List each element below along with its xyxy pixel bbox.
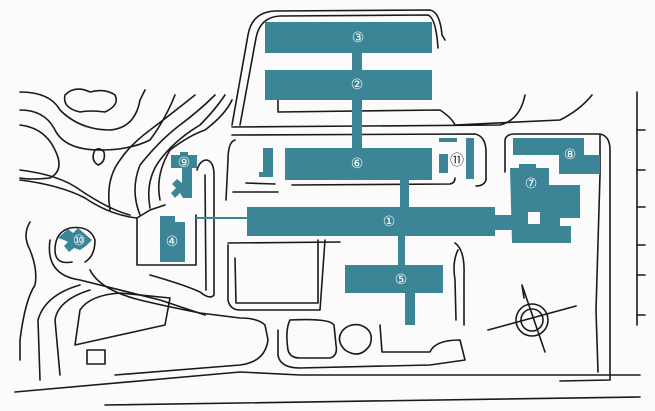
label-building-7: ⑦ (525, 176, 538, 192)
connector-6-1 (400, 180, 409, 207)
building-7[interactable] (510, 164, 580, 243)
building-3[interactable] (265, 22, 432, 53)
connector-3-2 (352, 53, 362, 70)
label-building-6: ⑥ (351, 156, 364, 172)
building-2[interactable] (265, 70, 432, 100)
buildings (58, 22, 600, 365)
building-11-strip (439, 138, 457, 142)
label-building-11: ⑪ (450, 153, 464, 169)
connector-1-5 (398, 236, 405, 265)
label-building-4: ④ (166, 234, 179, 250)
court-icon (86, 349, 106, 365)
label-building-3: ③ (352, 30, 365, 46)
building-4[interactable] (160, 216, 185, 262)
building-small-west (263, 148, 273, 177)
building-small-west-foot (259, 172, 265, 177)
building-1[interactable] (247, 207, 495, 236)
building-11-annex (466, 138, 474, 179)
label-building-9: ⑨ (178, 155, 191, 171)
connector-1-4 (196, 217, 247, 219)
label-building-2: ② (351, 77, 364, 93)
building-labels: ① ② ③ ④ ⑤ ⑥ ⑦ ⑧ ⑨ ⑩ ⑪ (73, 30, 577, 288)
connector-2-6 (352, 100, 362, 148)
building-5[interactable] (345, 265, 443, 293)
label-building-1: ① (383, 214, 396, 230)
roads (14, 9, 646, 406)
connector-1-7 (495, 215, 515, 230)
building-5-wing (405, 293, 415, 325)
building-9[interactable] (171, 152, 197, 198)
label-building-10: ⑩ (73, 233, 86, 249)
building-6[interactable] (285, 148, 432, 180)
north-arrow-icon (487, 284, 577, 353)
label-building-8: ⑧ (564, 147, 577, 163)
label-building-5: ⑤ (395, 272, 408, 288)
building-11[interactable] (439, 154, 448, 173)
building-8[interactable] (513, 138, 600, 174)
building-10[interactable] (58, 228, 92, 252)
